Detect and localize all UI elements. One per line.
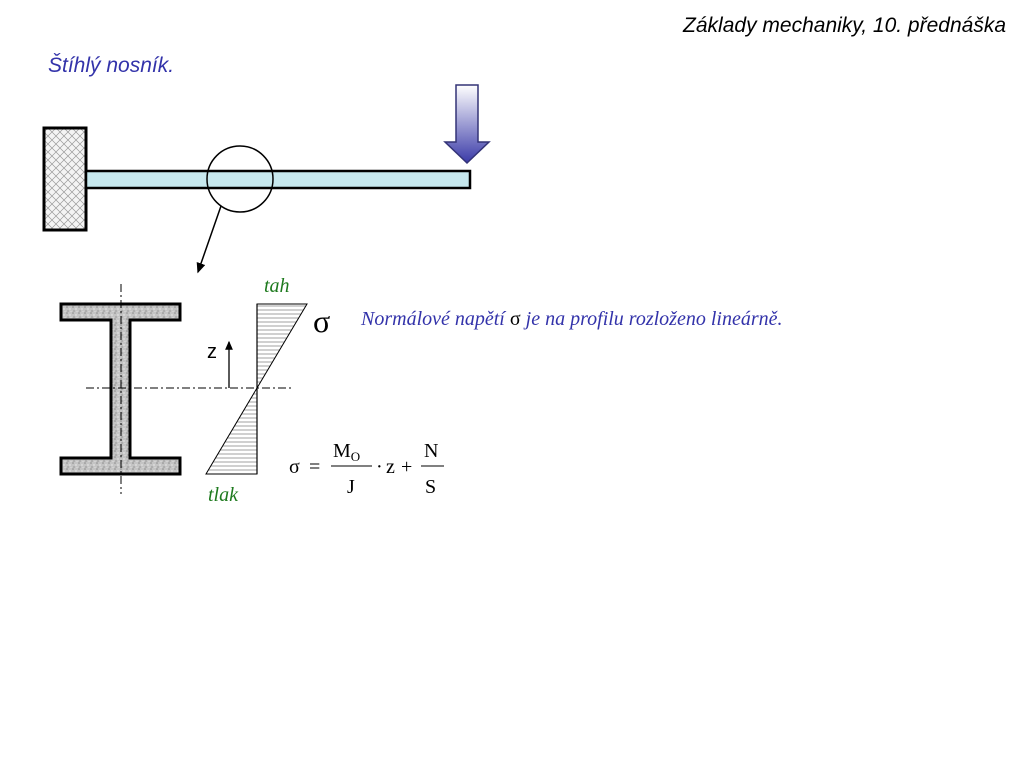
beam — [84, 169, 472, 190]
formula-normal-force: N — [424, 440, 438, 462]
formula-plus: + — [401, 456, 412, 478]
statement-part-1: Normálové napětí — [360, 308, 510, 330]
formula-z: z — [386, 456, 395, 478]
stress-symbol-large: σ — [313, 303, 330, 339]
formula-dot: · — [376, 456, 383, 478]
formula-area: S — [425, 476, 436, 498]
stress-diagram-compression — [205, 386, 258, 475]
formula-inertia: J — [347, 476, 355, 498]
formula-equals: = — [309, 456, 320, 478]
formula-moment-subscript: O — [351, 449, 360, 464]
label-tlak: tlak — [208, 484, 239, 506]
formula-moment: MO — [333, 440, 360, 464]
stress-statement: Normálové napětí σ je na profilu rozlože… — [360, 308, 783, 330]
lecture-header: Základy mechaniky, 10. přednáška — [683, 14, 1006, 37]
detail-circle — [206, 145, 274, 213]
stress-formula: σ = MO J · z + N S — [289, 440, 444, 498]
load-arrow-icon — [443, 84, 491, 165]
detail-pointer-arrow — [196, 205, 222, 274]
label-tah: tah — [264, 275, 290, 297]
stress-diagram-tension — [256, 303, 308, 390]
statement-part-2: je na profilu rozloženo lineárně. — [521, 308, 783, 330]
wall-support — [42, 126, 88, 232]
formula-sigma: σ — [289, 456, 300, 478]
statement-sigma: σ — [510, 308, 521, 330]
slide-title: Štíhlý nosník. — [48, 54, 175, 77]
i-beam-cross-section — [59, 302, 182, 476]
z-axis-label: z — [207, 341, 217, 363]
